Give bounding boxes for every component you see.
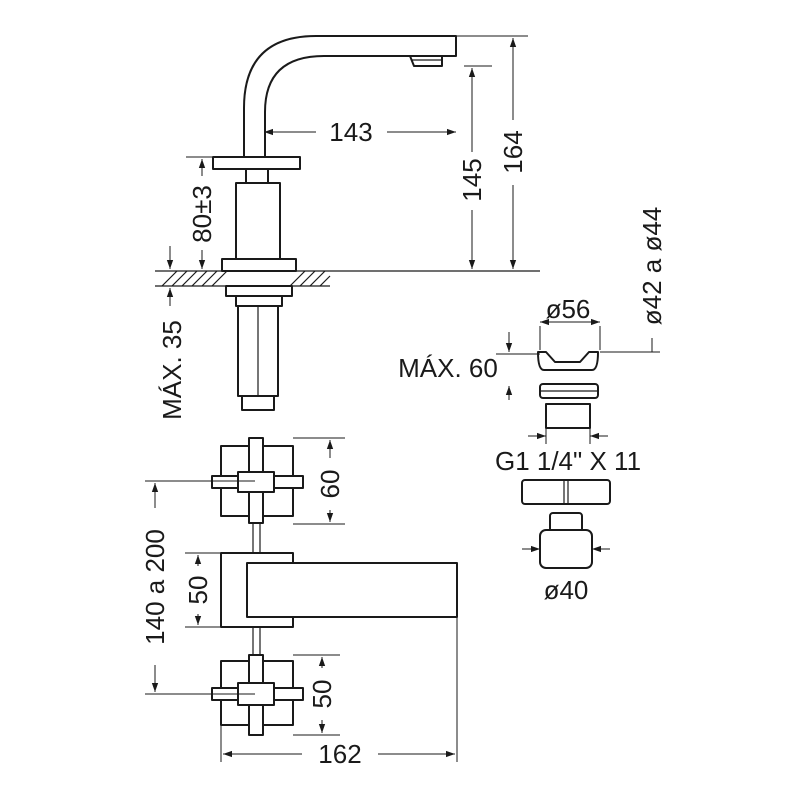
- faucet-body: [235, 182, 281, 264]
- countertop: [155, 270, 540, 287]
- top-view: 60 50 140 a 200 50 162: [140, 437, 458, 769]
- drain-assembly: ø56 ø42 a ø44 MÁX. 60 G1 1/4" X 11 ø40: [398, 207, 667, 605]
- dim-thread: G1 1/4" X 11: [495, 446, 641, 476]
- dim-spout-reach: 143: [329, 117, 372, 147]
- connector: [241, 395, 275, 411]
- side-view: 143 145 164 80±3 MÁX. 35: [155, 35, 540, 420]
- dim-hole-diameter: ø42 a ø44: [637, 207, 667, 326]
- dim-total-length: 162: [318, 739, 361, 769]
- handle-cross-side: [212, 156, 301, 170]
- dim-spout-base-width: 50: [183, 576, 213, 605]
- aerator: [409, 55, 443, 67]
- dim-handle-width: 60: [315, 470, 345, 499]
- drain-thread: [545, 403, 591, 429]
- dim-handle-height: 80±3: [187, 185, 217, 243]
- drain-cap: [521, 479, 611, 505]
- dim-knob-diameter: ø40: [544, 575, 589, 605]
- dim-flange-diameter: ø56: [546, 294, 591, 324]
- dim-outlet-height: 145: [457, 158, 487, 201]
- spout: [243, 35, 457, 158]
- drain-flange: [537, 351, 599, 371]
- dim-center-distance: 140 a 200: [140, 529, 170, 645]
- dim-total-height: 164: [498, 130, 528, 173]
- dim-handle-width-lower: 50: [307, 680, 337, 709]
- spout-top: [246, 562, 458, 618]
- dim-max-length: MÁX. 60: [398, 353, 498, 383]
- drain-knob: [539, 529, 593, 569]
- dim-max-counter: MÁX. 35: [157, 320, 187, 420]
